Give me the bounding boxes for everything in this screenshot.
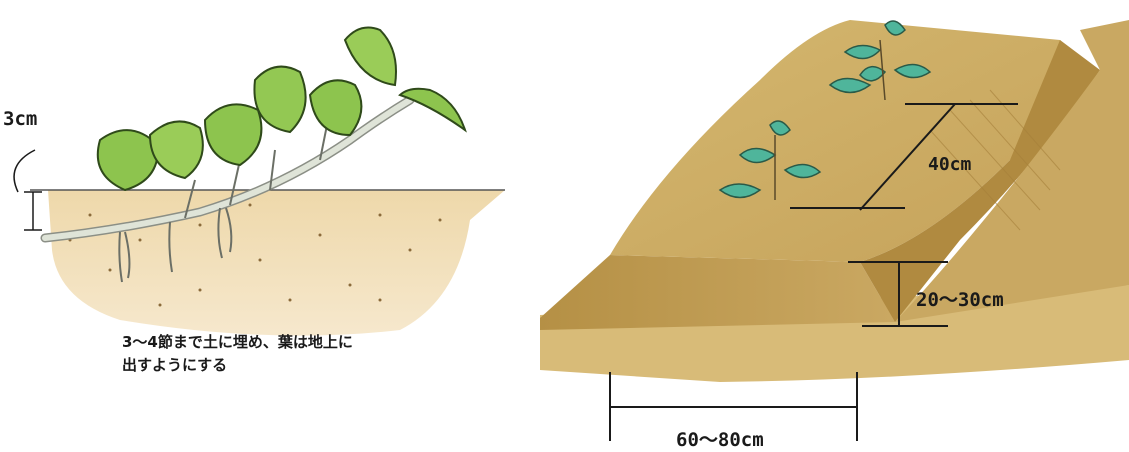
ridge-illustration: [540, 20, 1129, 382]
instruction-line-2: 出すようにする: [122, 354, 353, 377]
depth-label: 3cm: [3, 108, 37, 130]
spacing-label: 40cm: [928, 154, 971, 175]
instruction-line-1: 3〜4節まで土に埋め、葉は地上に: [122, 331, 353, 354]
instruction-text: 3〜4節まで土に埋め、葉は地上に 出すようにする: [122, 331, 353, 377]
soil-cross-section: [30, 190, 505, 336]
ridge-width-label: 60〜80cm: [676, 425, 764, 452]
ridge-height-label: 20〜30cm: [916, 285, 1004, 312]
